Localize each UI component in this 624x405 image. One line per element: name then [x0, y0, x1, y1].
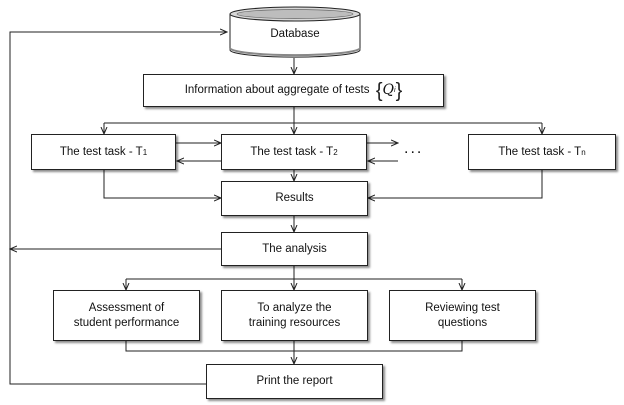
test-task-1-label: The test task - T — [59, 145, 143, 158]
info-symbol: Q — [382, 82, 395, 98]
test-task-1-sub: 1 — [142, 147, 148, 157]
report-box: Print the report — [206, 364, 383, 399]
training-resources-line-1: To analyze the — [257, 301, 332, 314]
report-label: Print the report — [256, 375, 333, 387]
database-label: Database — [270, 28, 320, 40]
test-task-n-label: The test task - T — [498, 145, 582, 158]
test-task-n-sub: n — [581, 147, 586, 157]
arrow-t1-results — [103, 170, 221, 198]
assessment-line-1: Assessment of — [88, 301, 165, 314]
reviewing-line-2: questions — [437, 316, 488, 329]
assessment-box: Assessment of student performance — [53, 290, 200, 341]
analysis-box: The analysis — [221, 232, 368, 266]
results-label: Results — [275, 192, 314, 204]
analysis-label: The analysis — [262, 242, 327, 255]
reviewing-line-1: Reviewing test — [425, 301, 500, 314]
info-label: Information about aggregate of tests — [184, 84, 370, 96]
assessment-line-2: student performance — [73, 316, 180, 329]
test-task-2-sub: 2 — [333, 147, 338, 157]
training-resources-line-2: training resources — [248, 316, 341, 329]
info-symbol-sup: i — [394, 87, 396, 94]
arrow-report-database — [9, 32, 227, 385]
reviewing-box: Reviewing test questions — [389, 290, 536, 341]
test-task-2-label: The test task - T — [250, 145, 334, 158]
arrow-tn-results — [368, 170, 543, 198]
training-resources-box: To analyze the training resources — [221, 290, 368, 341]
ellipsis: ... — [404, 140, 424, 157]
results-box: Results — [221, 181, 368, 216]
